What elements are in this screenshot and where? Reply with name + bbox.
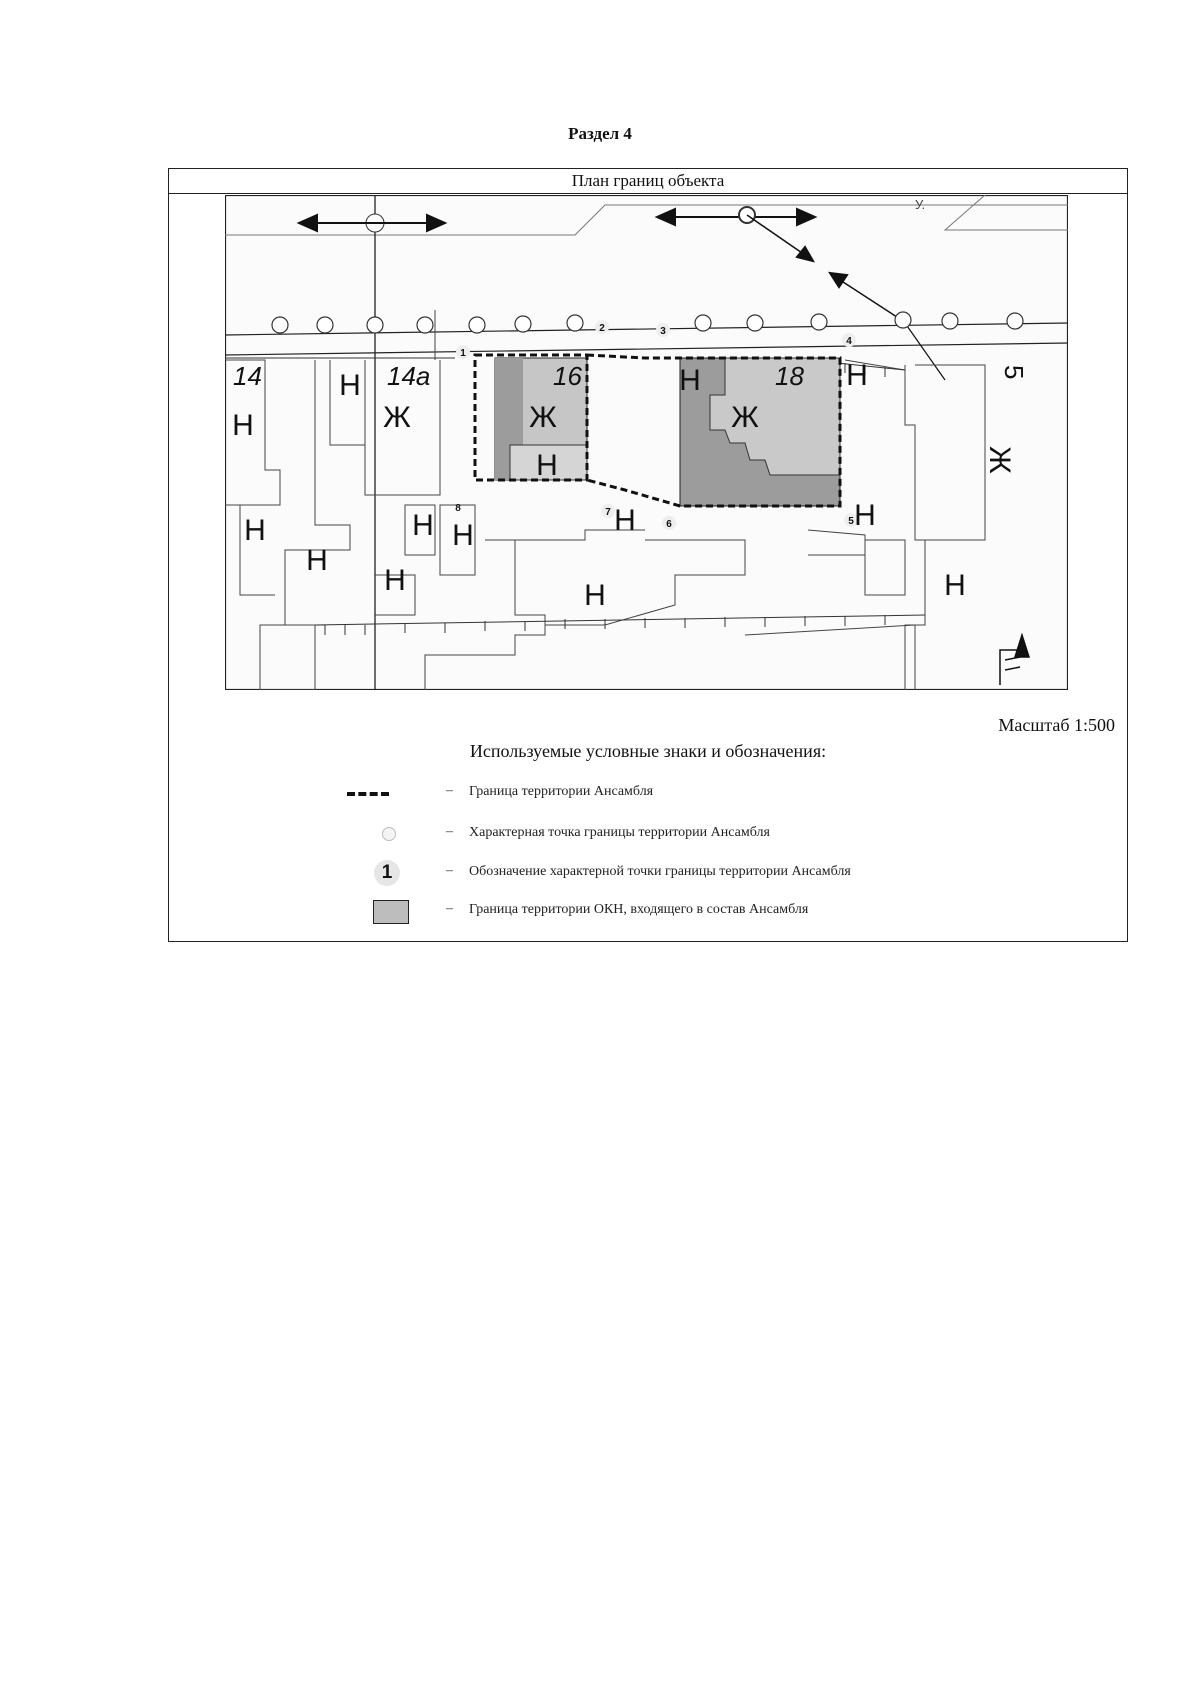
label-nonresidential-a: Н — [244, 514, 266, 547]
legend-text-okn: Граница территории ОКН, входящего в сост… — [469, 902, 809, 917]
label-nonresidential-h: Н — [854, 499, 876, 532]
section-title: Раздел 4 — [568, 124, 632, 143]
house-number-16: 16 — [553, 361, 582, 391]
okn-area-symbol — [373, 900, 409, 924]
boundary-point-7: 7 — [605, 507, 611, 518]
boundary-point-4: 4 — [846, 336, 852, 347]
ensemble-boundary — [473, 353, 842, 508]
north-arrow-icon — [999, 632, 1031, 685]
label-nonresidential-b: Н — [306, 544, 328, 577]
boundary-line-symbol — [347, 792, 389, 796]
label-nonresidential-c: Н — [384, 564, 406, 597]
boundary-point-2: 2 — [599, 323, 605, 334]
label-nonresidential-g: Н — [584, 579, 606, 612]
label-nonresidential-i: Н — [944, 569, 966, 602]
boundary-point-3: 3 — [660, 326, 666, 337]
point-number-symbol: 1 — [374, 860, 400, 886]
house-number-5: 5 — [999, 365, 1029, 379]
house-number-14: 14 — [233, 361, 262, 391]
label-nonresidential-j: Н — [846, 359, 868, 392]
label-residential-5: Ж — [983, 446, 1016, 474]
legend-item-point: – Характерная точка границы территории А… — [169, 820, 1129, 850]
legend-title: Используемые условные знаки и обозначени… — [469, 741, 827, 761]
label-residential-14a: Ж — [383, 401, 411, 434]
label-nonresidential-14: Н — [232, 409, 254, 442]
boundary-point-8: 8 — [455, 503, 461, 514]
house-number-18: 18 — [775, 361, 804, 391]
legend-item-point-number: 1 – Обозначение характерной точки границ… — [169, 859, 1129, 889]
legend-item-boundary: – Граница территории Ансамбля — [169, 779, 1129, 809]
legend-text-boundary: Граница территории Ансамбля — [469, 784, 654, 799]
house-number-14a: 14а — [387, 361, 430, 391]
okn-area-18 — [679, 357, 841, 507]
label-nonresidential-14a: Н — [339, 369, 361, 402]
legend-text-point-number: Обозначение характерной точки границы те… — [469, 864, 851, 879]
label-residential-16: Ж — [529, 401, 557, 434]
plan-header: План границ объекта — [169, 169, 1127, 194]
label-nonresidential-f: Н — [614, 504, 636, 537]
label-nonresidential-e: Н — [452, 519, 474, 552]
boundary-point-symbol — [382, 827, 396, 841]
boundary-point-1: 1 — [460, 348, 466, 359]
street-poles — [271, 311, 1024, 334]
label-nonresidential-d: Н — [412, 509, 434, 542]
traffic-arrows — [296, 206, 946, 381]
label-residential-18: Ж — [731, 401, 759, 434]
label-nonresidential-16: Н — [536, 449, 558, 482]
plan-frame: План границ объекта У. — [168, 168, 1128, 942]
street-label: У. — [915, 197, 925, 212]
boundary-point-5: 5 — [848, 516, 854, 527]
boundary-point-6: 6 — [666, 519, 672, 530]
legend-text-point: Характерная точка границы территории Анс… — [469, 825, 770, 840]
okn-area-16 — [494, 357, 588, 481]
map-scale: Масштаб 1:500 — [998, 715, 1115, 735]
legend-item-okn: – Граница территории ОКН, входящего в со… — [169, 897, 1129, 927]
label-nonresidential-18: Н — [679, 364, 701, 397]
boundary-map: У. — [225, 195, 1068, 690]
